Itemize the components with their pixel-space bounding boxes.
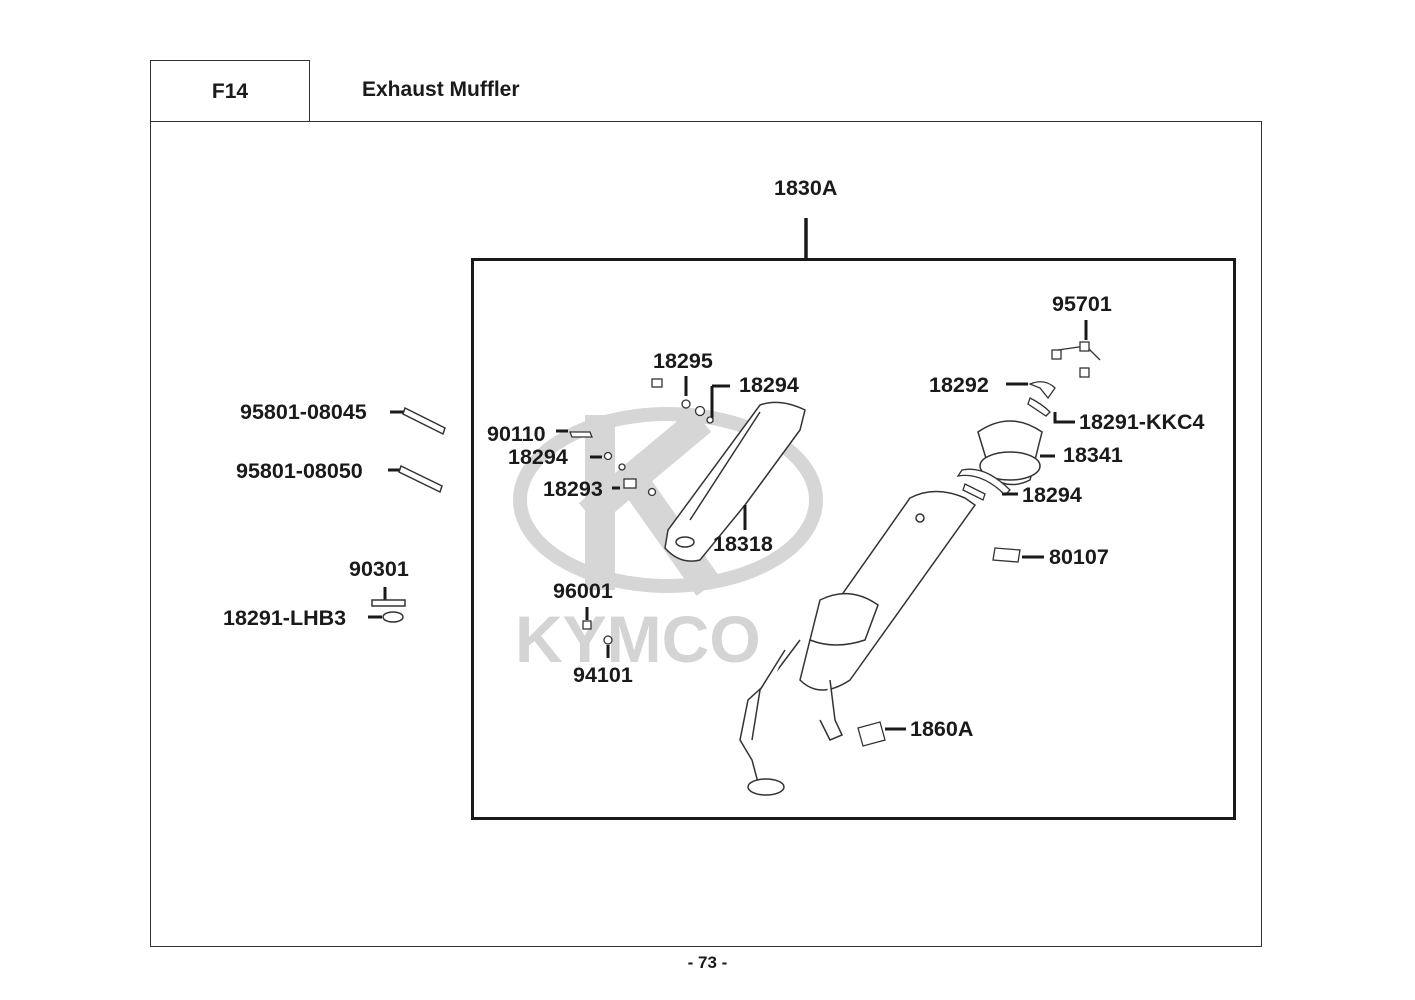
label-18291-kkc4: 18291-KKC4 bbox=[1079, 410, 1205, 434]
clamp-80107 bbox=[992, 547, 1044, 563]
label-95801-08045: 95801-08045 bbox=[240, 400, 367, 424]
label-95701: 95701 bbox=[1052, 292, 1112, 316]
label-1830a: 1830A bbox=[774, 176, 838, 200]
label-18291-lhb3: 18291-LHB3 bbox=[223, 606, 347, 630]
end-cap-18341 bbox=[977, 420, 1055, 486]
label-90110: 90110 bbox=[487, 422, 546, 446]
section-title: Exhaust Muffler bbox=[362, 78, 520, 101]
label-90301: 90301 bbox=[349, 557, 409, 581]
label-18293: 18293 bbox=[543, 477, 603, 501]
page-number: - 73 - bbox=[687, 953, 728, 972]
bolt-95801-08045 bbox=[390, 406, 446, 436]
bolt-90301-and-bracket bbox=[368, 587, 406, 623]
label-94101: 94101 bbox=[573, 663, 633, 687]
heat-shield-18318 bbox=[664, 401, 806, 562]
label-18295: 18295 bbox=[653, 349, 713, 373]
hardware-right bbox=[956, 320, 1101, 501]
label-1860a: 1860A bbox=[910, 717, 974, 741]
muffler-body bbox=[739, 490, 977, 796]
label-95801-08050: 95801-08050 bbox=[236, 459, 363, 483]
small-hardware-left bbox=[556, 376, 730, 658]
label-18318: 18318 bbox=[713, 532, 773, 556]
diagram-frame bbox=[150, 121, 1262, 947]
bolt-95801-08050 bbox=[388, 464, 443, 494]
label-18294-mid: 18294 bbox=[508, 445, 568, 469]
assembly-box bbox=[471, 258, 1236, 820]
label-plate-1860a bbox=[857, 721, 906, 747]
label-80107: 80107 bbox=[1049, 545, 1109, 569]
label-96001: 96001 bbox=[553, 579, 613, 603]
label-18294-top: 18294 bbox=[739, 373, 799, 397]
label-18292: 18292 bbox=[929, 373, 989, 397]
label-18294-right: 18294 bbox=[1022, 483, 1082, 507]
section-code: F14 bbox=[150, 60, 310, 122]
kymco-watermark-text: KYMCO bbox=[515, 602, 761, 676]
label-18341: 18341 bbox=[1063, 443, 1123, 467]
